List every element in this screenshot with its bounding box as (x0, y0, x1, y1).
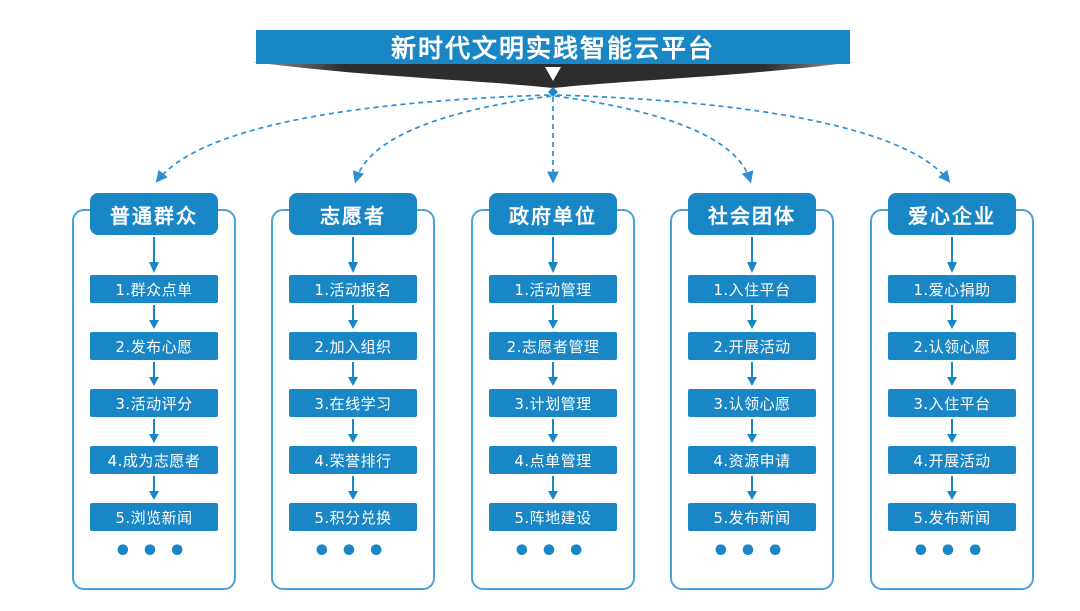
down-arrow-icon (548, 237, 558, 273)
step-box: 5.发布新闻 (688, 503, 816, 531)
down-arrow-icon (947, 419, 957, 443)
down-arrow-icon (348, 476, 358, 500)
step-box: 5.阵地建设 (489, 503, 617, 531)
down-arrow-icon (545, 67, 561, 81)
role-column-putonqunzhong: 普通群众 1.群众点单 2.发布心愿 3.活动评分 4.成为志愿者 5.浏览新闻… (72, 193, 236, 590)
column-header: 社会团体 (688, 193, 816, 235)
step-box: 2.志愿者管理 (489, 332, 617, 360)
step-box: 3.认领心愿 (688, 389, 816, 417)
down-arrow-icon (348, 305, 358, 329)
down-arrow-icon (747, 237, 757, 273)
down-arrow-icon (149, 419, 159, 443)
down-arrow-icon (149, 305, 159, 329)
step-box: 4.成为志愿者 (90, 446, 218, 474)
role-column-shehuituanti: 社会团体 1.入住平台 2.开展活动 3.认领心愿 4.资源申请 5.发布新闻 … (670, 193, 834, 590)
step-box: 3.入住平台 (888, 389, 1016, 417)
role-column-zhiyuanzhe: 志愿者 1.活动报名 2.加入组织 3.在线学习 4.荣誉排行 5.积分兑换 •… (271, 193, 435, 590)
ellipsis-more: ••• (113, 534, 195, 569)
step-box: 1.活动管理 (489, 275, 617, 303)
step-box: 3.在线学习 (289, 389, 417, 417)
step-box: 1.群众点单 (90, 275, 218, 303)
ellipsis-more: ••• (512, 534, 594, 569)
step-box: 3.活动评分 (90, 389, 218, 417)
down-arrow-icon (548, 305, 558, 329)
down-arrow-icon (947, 237, 957, 273)
step-box: 1.入住平台 (688, 275, 816, 303)
ellipsis-more: ••• (312, 534, 394, 569)
step-box: 5.发布新闻 (888, 503, 1016, 531)
step-box: 2.加入组织 (289, 332, 417, 360)
step-box: 1.活动报名 (289, 275, 417, 303)
down-arrow-icon (149, 237, 159, 273)
connector-fan (155, 62, 951, 184)
down-arrow-icon (747, 305, 757, 329)
column-header: 志愿者 (289, 193, 417, 235)
down-arrow-icon (548, 419, 558, 443)
step-box: 3.计划管理 (489, 389, 617, 417)
role-column-aixinqiye: 爱心企业 1.爱心捐助 2.认领心愿 3.入住平台 4.开展活动 5.发布新闻 … (870, 193, 1034, 590)
step-box: 2.开展活动 (688, 332, 816, 360)
connector-hub-dot (548, 87, 558, 97)
step-box: 4.资源申请 (688, 446, 816, 474)
column-header: 爱心企业 (888, 193, 1016, 235)
down-arrow-icon (947, 362, 957, 386)
down-arrow-icon (747, 419, 757, 443)
down-arrow-icon (348, 362, 358, 386)
role-column-zhengfudanwei: 政府单位 1.活动管理 2.志愿者管理 3.计划管理 4.点单管理 5.阵地建设… (471, 193, 635, 590)
down-arrow-icon (149, 362, 159, 386)
down-arrow-icon (548, 476, 558, 500)
step-box: 5.浏览新闻 (90, 503, 218, 531)
down-arrow-icon (348, 419, 358, 443)
column-header: 普通群众 (90, 193, 218, 235)
column-header: 政府单位 (489, 193, 617, 235)
step-box: 5.积分兑换 (289, 503, 417, 531)
connector-line (352, 95, 552, 184)
down-arrow-icon (548, 362, 558, 386)
down-arrow-icon (947, 305, 957, 329)
down-arrow-icon (747, 476, 757, 500)
step-box: 2.发布心愿 (90, 332, 218, 360)
step-box: 2.认领心愿 (888, 332, 1016, 360)
down-arrow-icon (149, 476, 159, 500)
step-box: 4.荣誉排行 (289, 446, 417, 474)
platform-title: 新时代文明实践智能云平台 (256, 30, 850, 64)
connector-line (556, 94, 951, 183)
down-arrow-icon (747, 362, 757, 386)
connector-line (155, 94, 550, 183)
ellipsis-more: ••• (711, 534, 793, 569)
step-box: 1.爱心捐助 (888, 275, 1016, 303)
connector-line (554, 95, 754, 184)
step-box: 4.开展活动 (888, 446, 1016, 474)
ellipsis-more: ••• (911, 534, 993, 569)
down-arrow-icon (947, 476, 957, 500)
step-box: 4.点单管理 (489, 446, 617, 474)
down-arrow-icon (348, 237, 358, 273)
